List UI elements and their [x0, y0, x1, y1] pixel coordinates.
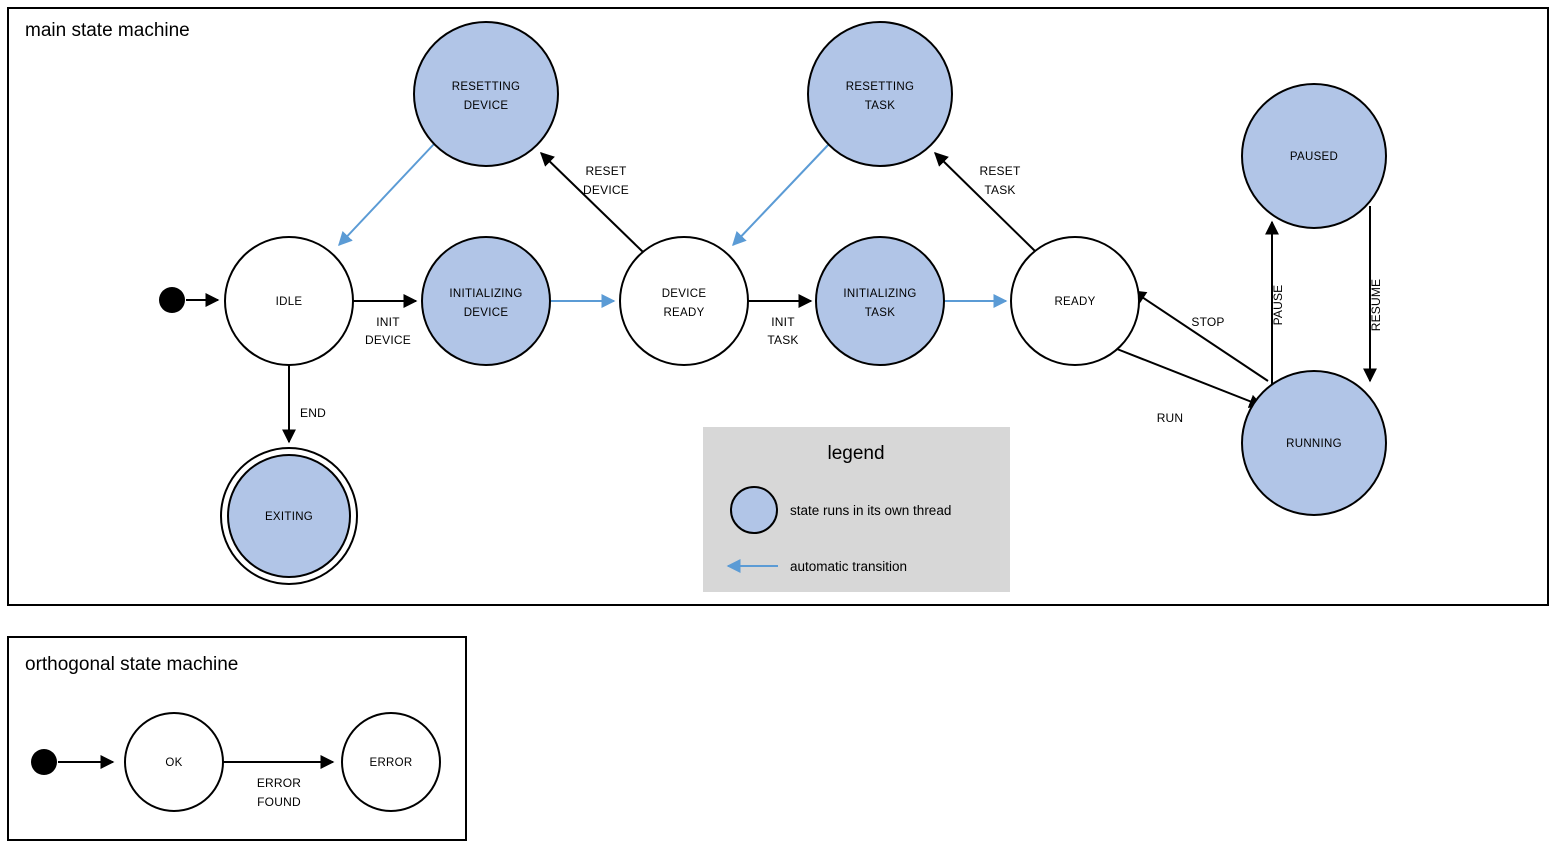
transition-running-to-ready: [1131, 290, 1269, 382]
state-idle[interactable]: IDLE: [224, 236, 354, 366]
edge-label-init-device-line2: DEVICE: [365, 333, 411, 347]
state-initializing-task-shape: [815, 236, 945, 366]
edge-label-error-found-line1: ERROR: [257, 776, 301, 790]
state-initializing-task[interactable]: INITIALIZING TASK: [815, 236, 945, 366]
state-ready[interactable]: READY: [1010, 236, 1140, 366]
state-ok-label: OK: [165, 757, 182, 769]
state-resetting-task-label-line2: TASK: [865, 100, 895, 112]
state-exiting[interactable]: EXITING: [220, 447, 358, 585]
state-error-shape: [341, 712, 441, 812]
legend-item-auto-label: automatic transition: [790, 559, 907, 574]
state-running-label: RUNNING: [1286, 438, 1342, 450]
state-initializing-task-label-line2: TASK: [865, 307, 895, 319]
state-ok[interactable]: OK: [124, 712, 224, 812]
transition-resetting-device-to-idle: [338, 143, 435, 247]
state-device-ready-shape: [619, 236, 749, 366]
state-idle-label: IDLE: [276, 296, 303, 308]
state-device-ready[interactable]: DEVICE READY: [619, 236, 749, 366]
state-paused-label: PAUSED: [1290, 151, 1338, 163]
main-frame-title: main state machine: [25, 20, 190, 41]
state-running[interactable]: RUNNING: [1241, 370, 1387, 516]
state-resetting-device-label-line2: DEVICE: [464, 100, 509, 112]
transition-ready-to-running: [1116, 348, 1264, 408]
edge-label-resume: RESUME: [1369, 279, 1383, 332]
edge-label-reset-device-line1: RESET: [585, 164, 626, 178]
edge-label-reset-device-line2: DEVICE: [583, 183, 629, 197]
state-initializing-device-label-line1: INITIALIZING: [449, 288, 522, 300]
edge-label-reset-task-line1: RESET: [979, 164, 1020, 178]
state-paused-shape: [1241, 83, 1387, 229]
state-resetting-task-shape: [807, 21, 953, 167]
state-ok-shape: [124, 712, 224, 812]
state-initializing-device-label-line2: DEVICE: [464, 307, 509, 319]
edge-label-init-device-line1: INIT: [376, 315, 400, 329]
edge-label-reset-task-line2: TASK: [984, 183, 1015, 197]
initial-state-marker: [159, 287, 185, 313]
edge-label-end: END: [300, 406, 326, 420]
edge-label-error-found-line2: FOUND: [257, 795, 301, 809]
state-initializing-task-label-line1: INITIALIZING: [843, 288, 916, 300]
orthogonal-frame-border: [7, 636, 467, 841]
edge-label-init-task-line2: TASK: [767, 333, 798, 347]
state-resetting-device-shape: [413, 21, 559, 167]
state-device-ready-label-line1: DEVICE: [662, 288, 707, 300]
state-resetting-task-label-line1: RESETTING: [846, 81, 915, 93]
edge-label-stop: STOP: [1191, 315, 1224, 329]
transition-resetting-task-to-device-ready: [732, 143, 830, 247]
state-error-label: ERROR: [369, 757, 412, 769]
state-running-shape: [1241, 370, 1387, 516]
legend-title: legend: [827, 443, 884, 464]
state-ready-shape: [1010, 236, 1140, 366]
state-resetting-task[interactable]: RESETTING TASK: [807, 21, 953, 167]
legend-item-thread-label: state runs in its own thread: [790, 503, 951, 518]
state-exiting-label: EXITING: [265, 511, 313, 523]
orthogonal-initial-state-marker: [31, 749, 57, 775]
legend: legend state runs in its own thread auto…: [703, 427, 1010, 592]
edge-label-pause: PAUSE: [1271, 285, 1285, 326]
state-idle-shape: [224, 236, 354, 366]
state-ready-label: READY: [1054, 296, 1095, 308]
legend-thread-circle-icon: [730, 486, 778, 534]
edge-label-run: RUN: [1157, 411, 1184, 425]
transition-ready-to-resetting-task: [934, 152, 1037, 253]
main-frame-border: [7, 7, 1549, 606]
edge-label-init-task-line1: INIT: [771, 315, 795, 329]
orthogonal-frame-title: orthogonal state machine: [25, 654, 238, 675]
state-paused[interactable]: PAUSED: [1241, 83, 1387, 229]
transition-device-ready-to-resetting-device: [539, 152, 644, 253]
state-error[interactable]: ERROR: [341, 712, 441, 812]
state-device-ready-label-line2: READY: [663, 307, 704, 319]
state-resetting-device[interactable]: RESETTING DEVICE: [413, 21, 559, 167]
state-exiting-shape: [227, 454, 351, 578]
state-resetting-device-label-line1: RESETTING: [452, 81, 521, 93]
state-initializing-device-shape: [421, 236, 551, 366]
state-initializing-device[interactable]: INITIALIZING DEVICE: [421, 236, 551, 366]
